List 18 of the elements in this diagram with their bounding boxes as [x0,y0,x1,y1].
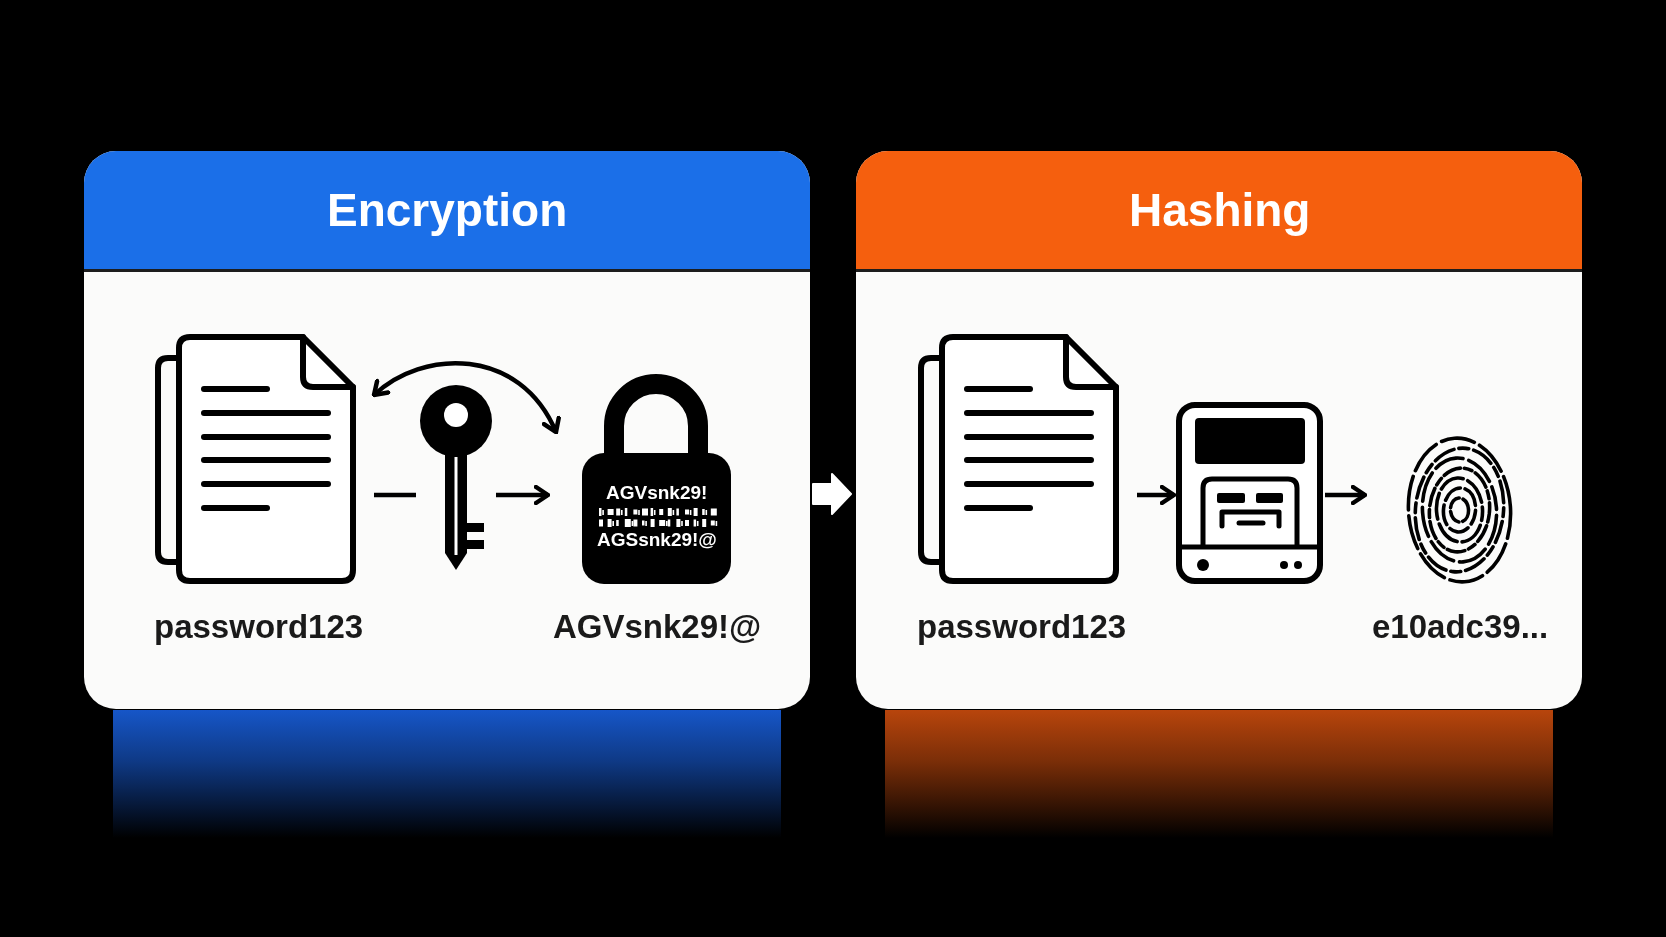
hollow-arrow [812,473,852,515]
cipher-text: AGSsnk29!@ [597,529,717,551]
caption-text: password123 [917,607,1127,647]
cipher-text: AGVsnk29! [606,482,708,504]
arrow [1137,484,1177,506]
machine-icon [1176,402,1323,584]
key-icon [418,385,494,572]
arrow [1325,484,1368,506]
connector-line [374,492,416,498]
panel-title: Encryption [327,183,568,237]
panel-title: Hashing [1129,183,1311,237]
curved-double-arrow [371,361,560,435]
panel-card [84,151,810,709]
caption-text: AGVsnk29!@ [553,607,762,647]
panel-card [856,151,1582,709]
caption-text: e10adc39... [1372,607,1549,647]
arrow [496,484,551,506]
caption-text: password123 [154,607,364,647]
